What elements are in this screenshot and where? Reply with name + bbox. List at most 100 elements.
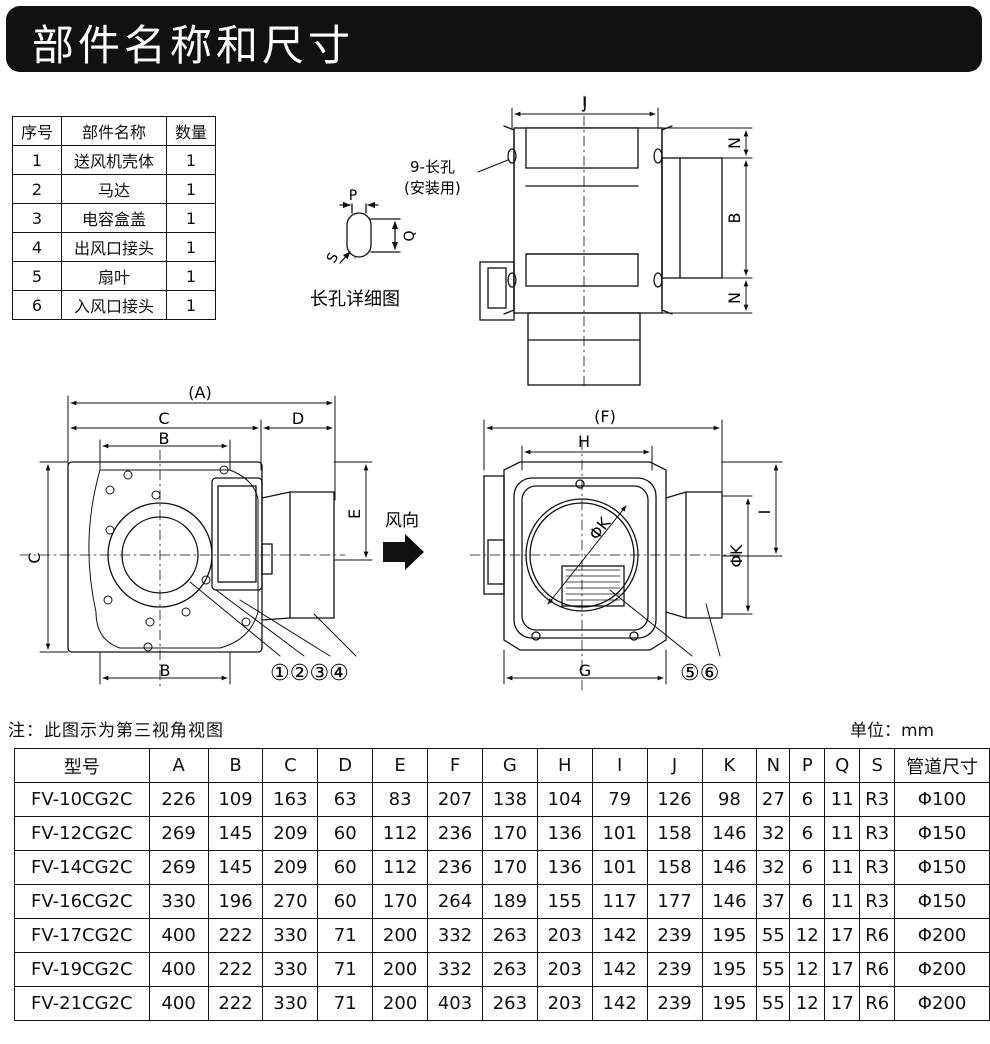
dims-cell: 200 bbox=[372, 918, 429, 953]
dim-k-inner-label: ΦK bbox=[585, 513, 614, 543]
dims-cell: 403 bbox=[427, 986, 483, 1021]
parts-cell: 入风口接头 bbox=[61, 290, 167, 320]
dims-cell: 32 bbox=[756, 850, 791, 885]
dims-cell: 263 bbox=[481, 952, 538, 987]
dims-cell: 170 bbox=[372, 884, 429, 919]
dims-cell: 155 bbox=[536, 884, 593, 919]
dims-cell: 158 bbox=[646, 816, 703, 851]
wind-direction-label: 风向 bbox=[385, 511, 419, 531]
model-cell: FV-10CG2C bbox=[14, 782, 150, 817]
dims-cell: 6 bbox=[789, 816, 826, 851]
dims-cell: 63 bbox=[317, 782, 374, 817]
dims-cell: R6 bbox=[859, 986, 896, 1021]
parts-cell: 6 bbox=[12, 290, 62, 320]
dims-cell: 55 bbox=[756, 952, 791, 987]
dims-header-cell: S bbox=[859, 748, 896, 783]
dims-cell: 236 bbox=[427, 816, 483, 851]
dim-b-top-label: B bbox=[159, 429, 170, 448]
dims-cell: 11 bbox=[824, 782, 861, 817]
dims-cell: 146 bbox=[701, 816, 758, 851]
dims-cell: 136 bbox=[536, 816, 593, 851]
dims-cell: 146 bbox=[701, 884, 758, 919]
dims-header-cell: P bbox=[789, 748, 826, 783]
dims-cell: 60 bbox=[317, 850, 374, 885]
parts-cell: 出风口接头 bbox=[61, 232, 167, 262]
dim-d-label: D bbox=[292, 409, 304, 428]
title-bar: 部件名称和尺寸 bbox=[6, 6, 982, 72]
slot-callout-sub: (安装用) bbox=[404, 179, 461, 197]
dims-header-cell: 管道尺寸 bbox=[894, 748, 990, 783]
dims-cell: 263 bbox=[481, 986, 538, 1021]
dims-cell: 37 bbox=[756, 884, 791, 919]
dim-c-label: C bbox=[158, 409, 169, 428]
dims-cell: 98 bbox=[701, 782, 758, 817]
dims-cell: 146 bbox=[701, 850, 758, 885]
dims-cell: 145 bbox=[207, 850, 264, 885]
dims-cell: 239 bbox=[646, 952, 703, 987]
dims-cell: 203 bbox=[536, 952, 593, 987]
dims-cell: 196 bbox=[207, 884, 264, 919]
dims-cell: 112 bbox=[372, 816, 429, 851]
page-title: 部件名称和尺寸 bbox=[32, 21, 355, 70]
dims-cell: 27 bbox=[756, 782, 791, 817]
dims-cell: 6 bbox=[789, 782, 826, 817]
unit-label: 单位：mm bbox=[850, 721, 935, 741]
parts-cell: 扇叶 bbox=[61, 261, 167, 291]
parts-header-cell: 序号 bbox=[12, 116, 62, 146]
dims-cell: 195 bbox=[701, 952, 758, 987]
dims-header-cell: J bbox=[646, 748, 703, 783]
dims-cell: 101 bbox=[591, 816, 648, 851]
parts-cell: 1 bbox=[166, 174, 216, 204]
dims-cell: 142 bbox=[591, 918, 648, 953]
dims-cell: 55 bbox=[756, 918, 791, 953]
dims-cell: Φ200 bbox=[894, 952, 990, 987]
dims-cell: 203 bbox=[536, 986, 593, 1021]
dims-header-cell: B bbox=[207, 748, 264, 783]
dims-header-cell: H bbox=[536, 748, 593, 783]
dims-cell: 269 bbox=[148, 816, 209, 851]
callouts-1-4: ①②③④ bbox=[270, 661, 349, 686]
dims-cell: 163 bbox=[262, 782, 319, 817]
dim-b-side-label: B bbox=[725, 213, 744, 224]
dims-cell: Φ200 bbox=[894, 986, 990, 1021]
wind-arrow-icon bbox=[383, 534, 424, 570]
dims-cell: 109 bbox=[207, 782, 264, 817]
dim-j-label: J bbox=[582, 93, 588, 112]
dims-cell: 158 bbox=[646, 850, 703, 885]
dims-cell: 12 bbox=[789, 952, 826, 987]
dims-cell: 17 bbox=[824, 952, 861, 987]
dims-header-cell: E bbox=[372, 748, 429, 783]
parts-cell: 4 bbox=[12, 232, 62, 262]
callouts-5-6: ⑤⑥ bbox=[680, 661, 719, 686]
dims-cell: 71 bbox=[317, 918, 374, 953]
dims-cell: R3 bbox=[859, 884, 896, 919]
model-cell: FV-17CG2C bbox=[14, 918, 150, 953]
dims-cell: 239 bbox=[646, 918, 703, 953]
dims-cell: 112 bbox=[372, 850, 429, 885]
slot-detail-title: 长孔详细图 bbox=[310, 289, 400, 310]
dim-c-side-label: C bbox=[25, 552, 44, 563]
model-cell: FV-19CG2C bbox=[14, 952, 150, 987]
dims-cell: 60 bbox=[317, 884, 374, 919]
model-cell: FV-12CG2C bbox=[14, 816, 150, 851]
dims-cell: 17 bbox=[824, 918, 861, 953]
dims-cell: 170 bbox=[481, 850, 538, 885]
dims-cell: 71 bbox=[317, 986, 374, 1021]
dims-cell: 101 bbox=[591, 850, 648, 885]
dims-cell: 71 bbox=[317, 952, 374, 987]
dims-cell: 209 bbox=[262, 816, 319, 851]
slot-p-label: P bbox=[349, 188, 357, 204]
dims-cell: 330 bbox=[262, 918, 319, 953]
dim-h-label: H bbox=[578, 432, 590, 451]
dim-g-label: G bbox=[579, 661, 591, 680]
dims-header-cell: D bbox=[317, 748, 374, 783]
parts-cell: 2 bbox=[12, 174, 62, 204]
parts-cell: 1 bbox=[166, 232, 216, 262]
dims-cell: 195 bbox=[701, 986, 758, 1021]
